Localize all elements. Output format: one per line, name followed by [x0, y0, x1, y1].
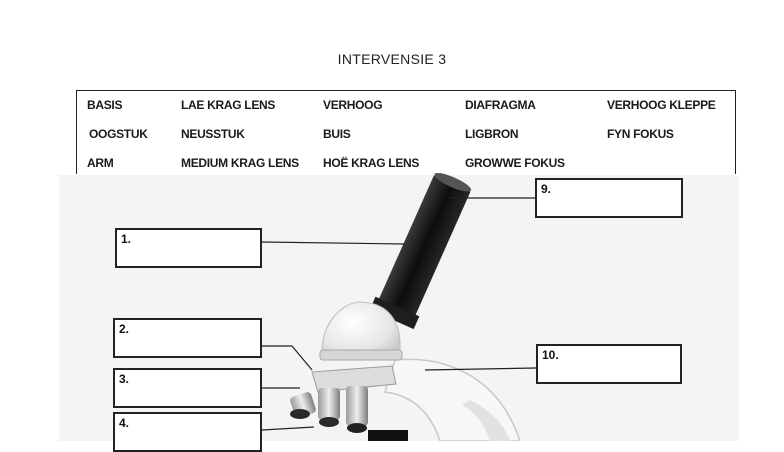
label-box-1[interactable]: 1. — [115, 228, 262, 268]
leader-line-4 — [262, 427, 314, 430]
label-box-4[interactable]: 4. — [113, 412, 262, 452]
eyepiece-tube — [370, 168, 477, 329]
label-number: 1. — [121, 232, 131, 246]
objective-lens-medium — [318, 388, 340, 427]
microscope-head-ring — [320, 350, 402, 360]
microscope-stage — [368, 430, 408, 441]
objective-lens-high — [346, 386, 368, 433]
leader-line-1 — [262, 242, 405, 244]
label-number: 10. — [542, 348, 559, 362]
objective-lens-low — [289, 391, 317, 419]
label-box-2[interactable]: 2. — [113, 318, 262, 358]
label-box-9[interactable]: 9. — [535, 178, 683, 218]
label-number: 9. — [541, 182, 551, 196]
label-number: 4. — [119, 416, 129, 430]
label-number: 2. — [119, 322, 129, 336]
label-box-3[interactable]: 3. — [113, 368, 262, 408]
label-box-10[interactable]: 10. — [536, 344, 682, 384]
label-number: 3. — [119, 372, 129, 386]
leader-line-2 — [262, 346, 312, 370]
